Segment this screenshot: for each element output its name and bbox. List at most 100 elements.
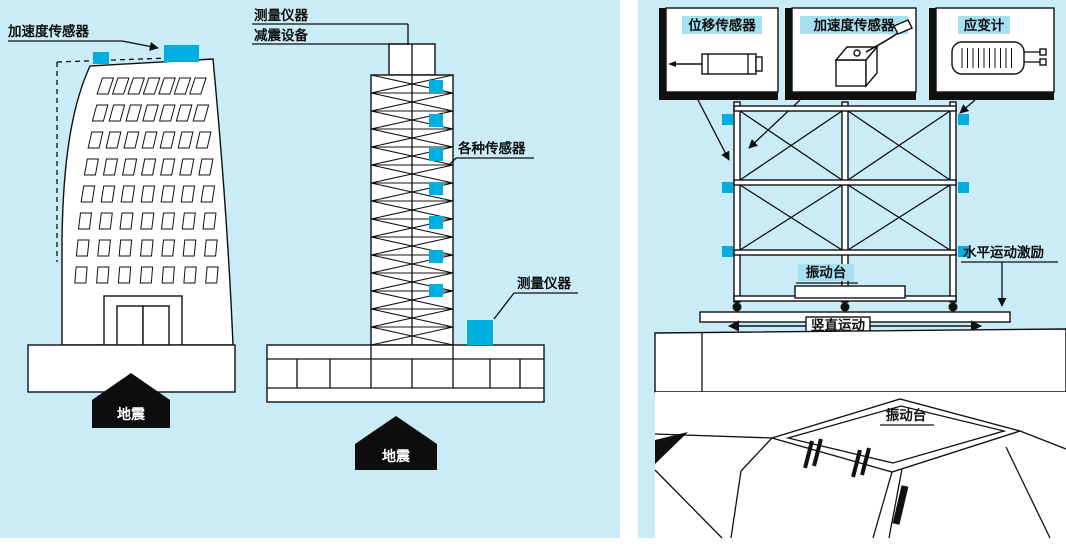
roof-sensor-small bbox=[93, 52, 109, 64]
displacement-sensor-icon bbox=[668, 53, 763, 75]
building-window bbox=[160, 158, 176, 176]
building-window bbox=[111, 77, 130, 95]
earthquake-arrow-right: 地震 bbox=[355, 416, 437, 470]
roof-sensor-large bbox=[164, 45, 199, 62]
building-window bbox=[175, 104, 193, 122]
frame-sensors bbox=[722, 114, 969, 257]
label-acceleration-sensor-legend: 加速度传感器 bbox=[813, 17, 895, 33]
building-window bbox=[97, 239, 111, 257]
label-horizontal-motion: 水平运动激励 bbox=[963, 244, 1044, 260]
label-shake-table-top: 振动台 bbox=[806, 264, 847, 280]
left-panel: 加速度传感器 测量仪器 减震设备 各种传感器 测量仪器 地震 地震 bbox=[0, 0, 620, 538]
building-window bbox=[118, 239, 133, 257]
shake-table-bar bbox=[794, 285, 906, 299]
building-window bbox=[202, 212, 217, 230]
frame-bracing bbox=[739, 110, 951, 251]
building-window bbox=[98, 212, 113, 230]
building-window bbox=[119, 212, 134, 230]
building-window bbox=[123, 131, 140, 149]
sensor-square bbox=[429, 80, 443, 93]
building-window bbox=[182, 239, 197, 257]
support-post bbox=[892, 485, 909, 525]
building-window bbox=[117, 266, 132, 284]
building-window bbox=[195, 131, 212, 149]
building-window bbox=[108, 104, 126, 122]
building-windows bbox=[74, 77, 219, 284]
shake-table-label-highlight bbox=[798, 264, 854, 281]
building-window bbox=[140, 185, 156, 203]
building-window bbox=[160, 185, 176, 203]
label-measuring-instrument: 测量仪器 bbox=[254, 7, 308, 23]
legend-box-displacement: 位移传感器 bbox=[659, 7, 779, 100]
building-window bbox=[121, 158, 138, 176]
building-entrance bbox=[103, 295, 183, 346]
sensor-square bbox=[429, 216, 443, 229]
building-window bbox=[96, 77, 115, 95]
label-acceleration-sensor: 加速度传感器 bbox=[7, 23, 89, 39]
building-window bbox=[142, 104, 159, 122]
building-window bbox=[142, 77, 161, 95]
roller-wheel bbox=[948, 302, 958, 312]
sensor-square bbox=[958, 246, 969, 257]
left-panel-labels: 加速度传感器 测量仪器 减震设备 各种传感器 测量仪器 bbox=[7, 7, 578, 320]
label-damping-equipment: 减震设备 bbox=[254, 27, 308, 43]
lattice-tower bbox=[370, 43, 454, 346]
measuring-instrument-box bbox=[467, 320, 493, 345]
legend-arrow-strain bbox=[959, 99, 976, 114]
building-window bbox=[158, 77, 176, 95]
label-various-sensors: 各种传感器 bbox=[457, 140, 526, 156]
label-measuring-instrument-2: 测量仪器 bbox=[517, 275, 571, 291]
building-window bbox=[140, 212, 155, 230]
sensor-square bbox=[429, 284, 443, 297]
sensor-square bbox=[722, 114, 733, 125]
earthquake-arrow-left: 地震 bbox=[92, 373, 170, 428]
building-window bbox=[139, 239, 154, 257]
legend-box-strain: 应变计 bbox=[929, 7, 1055, 100]
legend-box-acceleration: 加速度传感器 bbox=[785, 7, 917, 100]
sensor-square bbox=[722, 182, 733, 193]
building-window bbox=[127, 77, 145, 95]
building-window bbox=[205, 266, 219, 284]
building-window bbox=[96, 266, 110, 284]
building-window bbox=[161, 266, 175, 284]
sensor-square bbox=[958, 182, 969, 193]
building-window bbox=[100, 185, 116, 203]
acceleration-sensor-icon bbox=[834, 19, 913, 88]
actuator-posts bbox=[803, 438, 871, 478]
building-window bbox=[74, 266, 88, 284]
tower-foundation bbox=[266, 344, 545, 403]
building-window bbox=[200, 185, 216, 203]
label-vertical-motion: 竖直运动 bbox=[811, 317, 865, 333]
right-panel: 位移传感器 加速度传感器 bbox=[638, 0, 1066, 539]
leader-line bbox=[493, 292, 515, 320]
sensor-square bbox=[429, 182, 443, 195]
roller-wheel bbox=[840, 302, 850, 312]
building-window bbox=[75, 239, 90, 257]
label-earthquake-left: 地震 bbox=[117, 406, 146, 422]
label-earthquake-right: 地震 bbox=[382, 448, 411, 464]
leader-arrow bbox=[121, 40, 159, 51]
building-window bbox=[80, 185, 96, 203]
building-window bbox=[105, 131, 122, 149]
foundation-band bbox=[654, 328, 1066, 393]
building-window bbox=[102, 158, 119, 176]
sensor-square bbox=[958, 114, 969, 125]
building-window bbox=[125, 104, 143, 122]
label-shake-table-bottom: 振动台 bbox=[886, 407, 927, 423]
building-window bbox=[91, 104, 109, 122]
building-window bbox=[139, 266, 154, 284]
building-window bbox=[161, 239, 176, 257]
sensor-square bbox=[429, 114, 443, 127]
building-window bbox=[173, 77, 192, 95]
undeformed-outline-horizontal bbox=[56, 57, 171, 63]
shake-table-platform: 振动台 bbox=[769, 398, 1023, 525]
building-window bbox=[158, 104, 176, 122]
sensor-square bbox=[429, 148, 443, 161]
building-window bbox=[180, 185, 196, 203]
legend-arrow-displacement bbox=[697, 99, 730, 161]
building-window bbox=[141, 131, 158, 149]
building-window bbox=[120, 185, 136, 203]
sensor-square bbox=[429, 250, 443, 263]
